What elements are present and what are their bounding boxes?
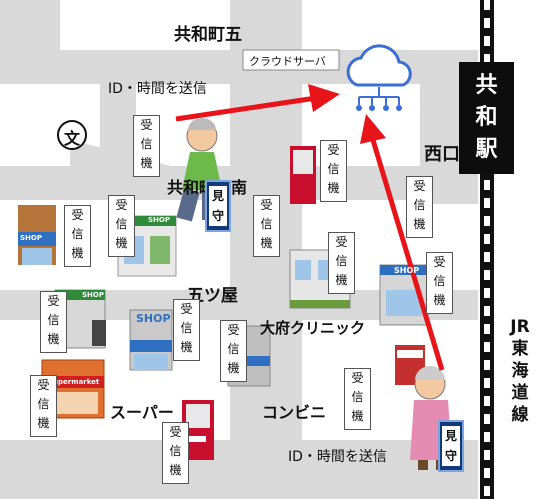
jr-line-label: JR 東 海 道 線: [505, 316, 535, 426]
station-char-2: 和: [475, 105, 498, 130]
jr-line-char-3: 海: [511, 361, 529, 381]
station-char-1: 共: [475, 73, 498, 98]
vending-machine-1: [290, 146, 316, 204]
receiver-box: 受信機: [30, 375, 57, 437]
receiver-box: 受信機: [320, 140, 347, 202]
shop-building-6: [379, 264, 429, 326]
west-exit-label: 西口: [424, 144, 460, 165]
district-label-top: 共和町五: [174, 25, 242, 45]
shop-building-1: [18, 205, 56, 265]
arrow-top-head: [308, 84, 340, 112]
receiver-box: 受信機: [64, 205, 91, 267]
shop-sign-1: SHOP: [20, 234, 42, 242]
receiver-box: 受信機: [108, 195, 135, 257]
station-label: 共 和 駅: [465, 70, 508, 166]
cloud-server-label-box: [242, 49, 340, 71]
shop-building-4: [129, 309, 173, 371]
watch-tag: 見守: [438, 420, 464, 472]
supermarket-building: [41, 359, 105, 419]
receiver-box: 受信機: [426, 252, 453, 314]
receiver-box: 受信機: [173, 299, 200, 361]
receiver-box: 受信機: [253, 195, 280, 257]
receiver-box: 受信機: [162, 422, 189, 484]
road-h-bottom: [0, 440, 478, 499]
watch-tag: 見守: [205, 180, 231, 232]
receiver-box: 受信機: [220, 320, 247, 382]
school-label: 文: [64, 129, 81, 148]
jr-line-char-5: 線: [511, 405, 529, 425]
receiver-box: 受信機: [133, 115, 160, 177]
supermarket-sign: Supermarket: [48, 378, 100, 386]
arrow-bottom-line: [370, 139, 445, 371]
shop-sign-2: SHOP: [148, 216, 170, 224]
arrow-top-line: [175, 95, 317, 122]
station-box: [459, 62, 514, 174]
transmission-arrows: [175, 84, 445, 371]
school-symbol-icon: [57, 120, 87, 150]
cloud-server-label: クラウドサーバ: [249, 55, 326, 68]
jr-line-char-2: 東: [511, 339, 529, 359]
shop-sign-5: SHOP: [394, 266, 420, 275]
clinic-label: 大府クリニック: [260, 319, 366, 337]
receiver-box: 受信機: [40, 291, 67, 353]
convenience-label: コンビニ: [262, 403, 327, 422]
arrow-bottom-head: [360, 114, 386, 144]
cloud-server-icon: [346, 44, 412, 111]
supermarket-label: スーパー: [110, 403, 174, 422]
station-char-3: 駅: [475, 137, 498, 162]
receiver-box: 受信機: [328, 232, 355, 294]
shop-sign-3: SHOP: [82, 291, 104, 299]
road-corner-tl: [0, 0, 60, 84]
receiver-box: 受信機: [406, 176, 433, 238]
receiver-box: 受信機: [344, 368, 371, 430]
jr-line-char-4: 道: [511, 383, 529, 403]
send-id-time-bottom: ID・時間を送信: [288, 449, 387, 465]
send-id-time-top: ID・時間を送信: [108, 81, 207, 97]
jr-line-char-1: JR: [510, 317, 530, 337]
shop-sign-4: SHOP: [136, 312, 171, 325]
